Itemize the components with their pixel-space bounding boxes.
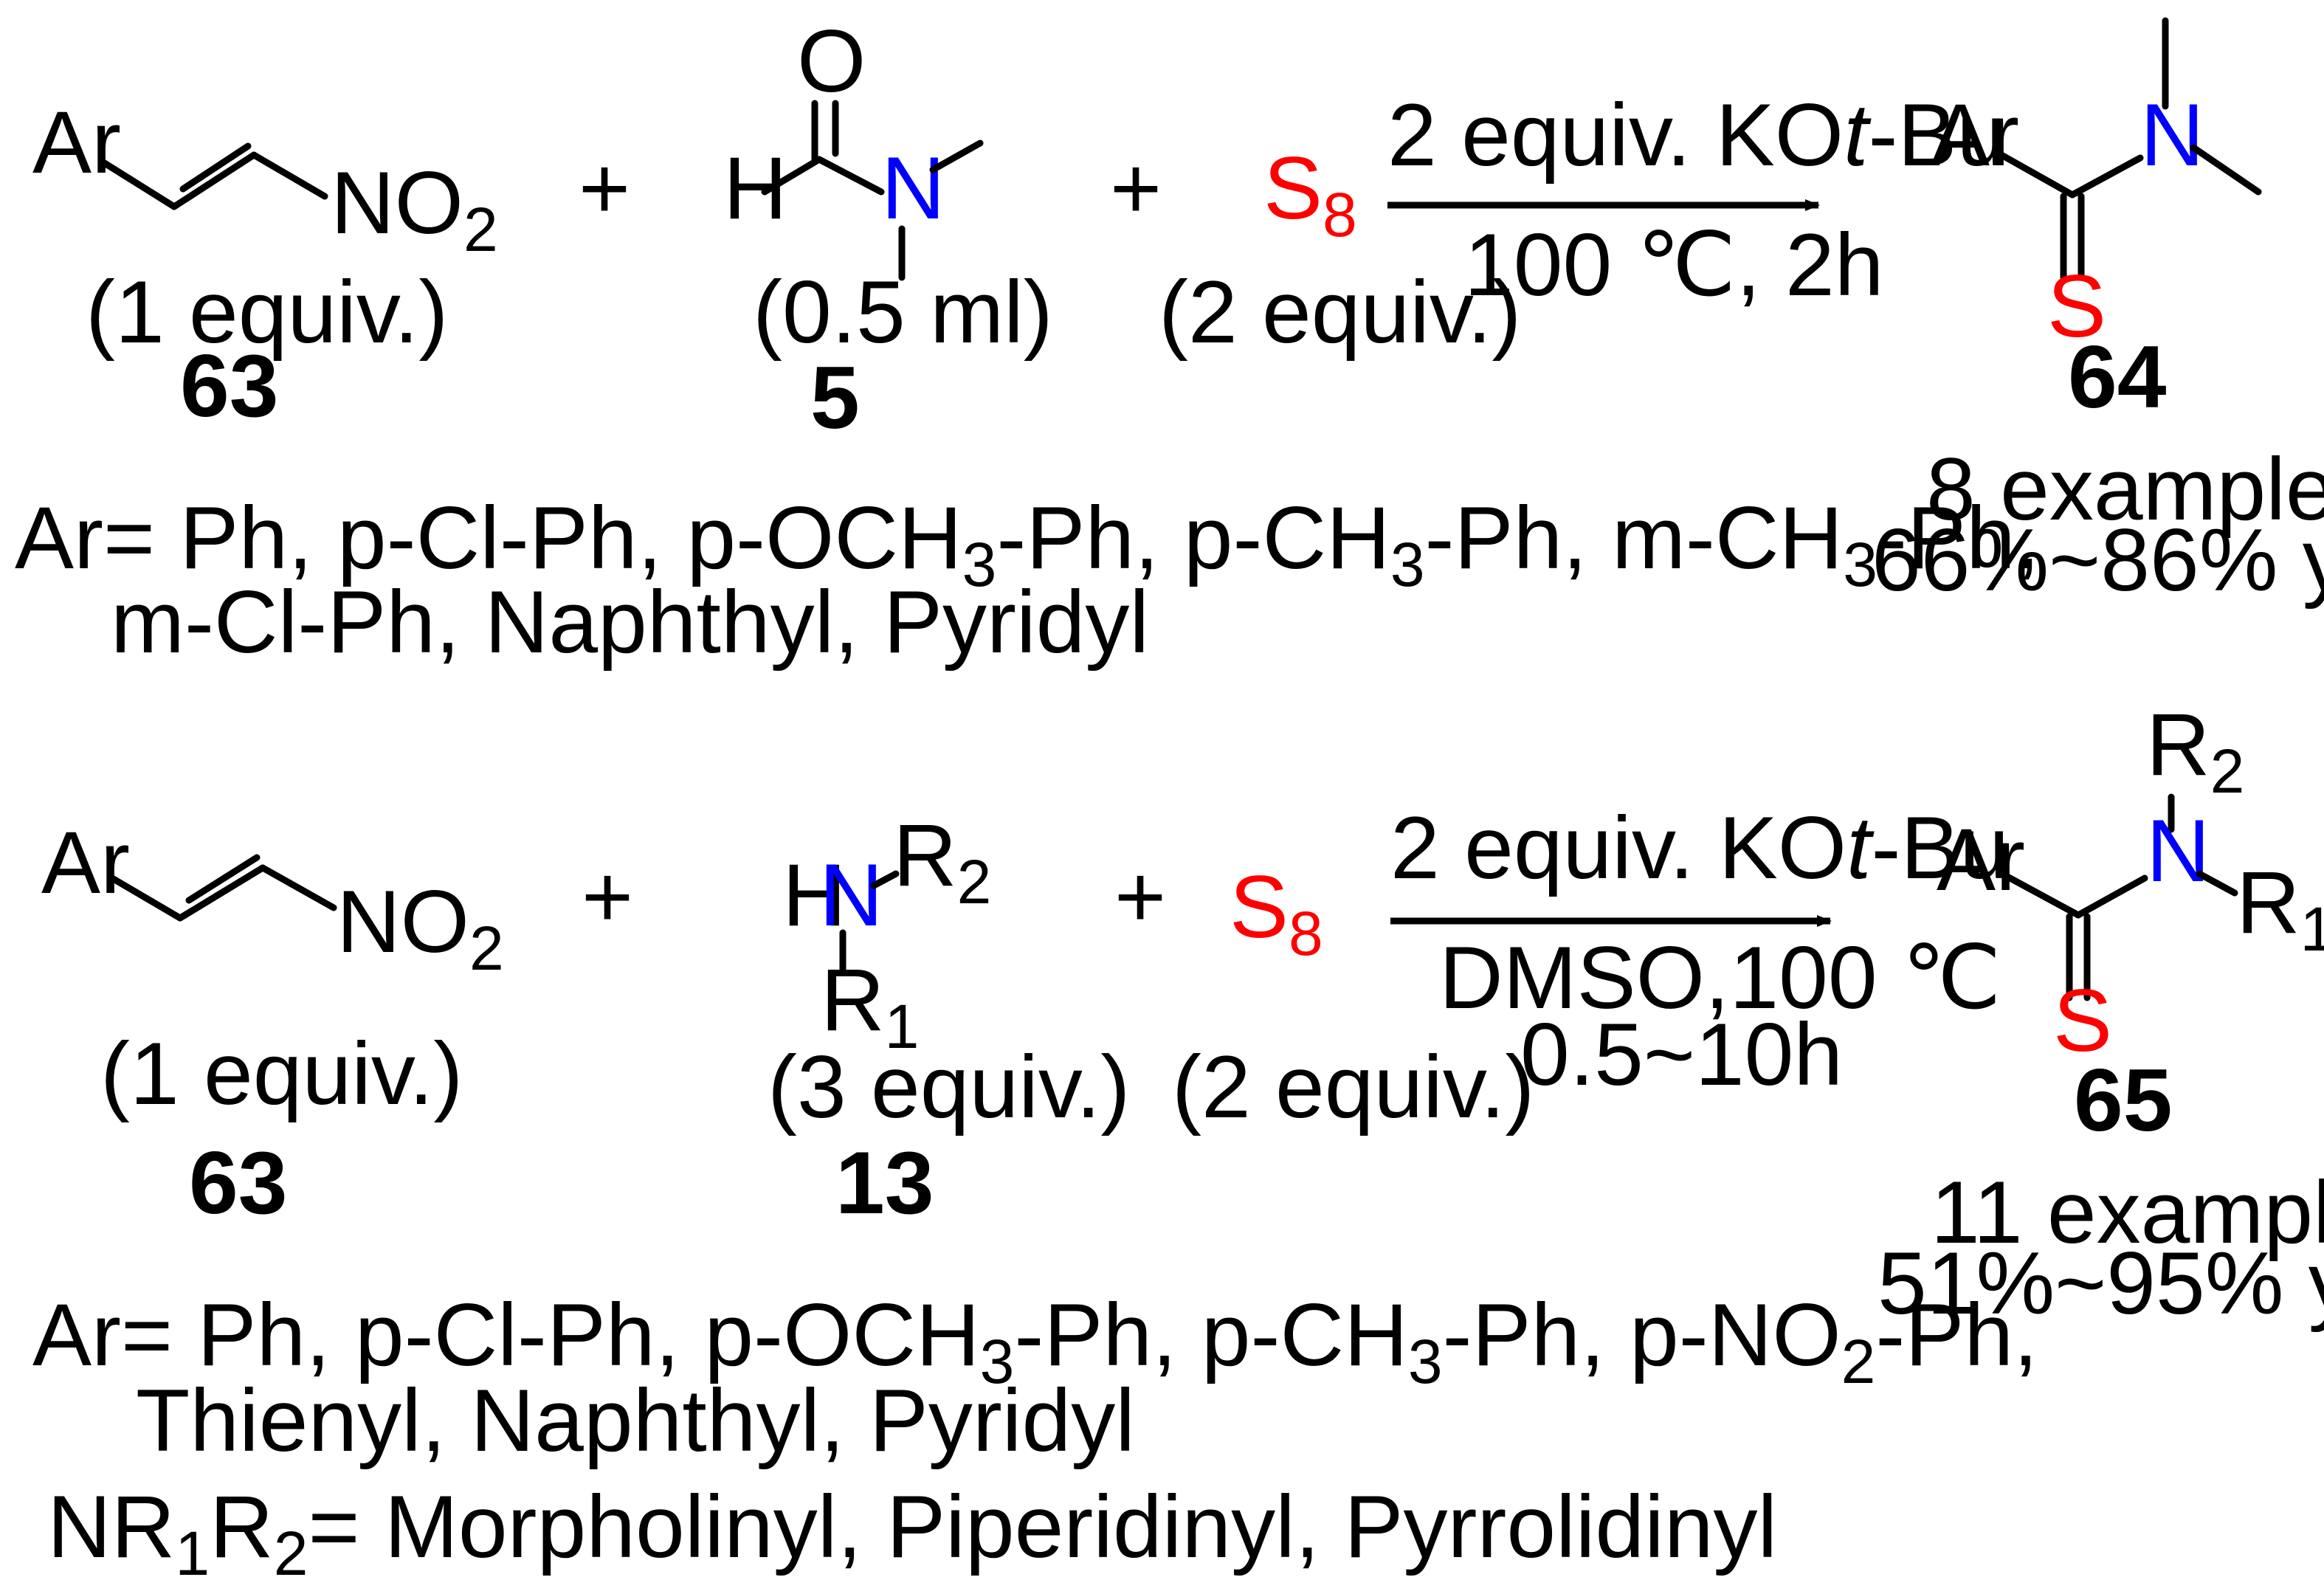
- nitrogen-atom: N: [2146, 801, 2210, 900]
- nitrogen-atom: N: [819, 846, 883, 945]
- ch-no2-bond: [250, 151, 328, 200]
- ar-atom: Ar: [32, 93, 121, 192]
- plus-sign-2: +: [1110, 139, 1162, 238]
- reactant-63-amount: (1 equiv.): [86, 263, 448, 362]
- hydrogen-atom: H: [723, 139, 787, 238]
- product-65-yield: 51%~95% yield: [1878, 1234, 2324, 1333]
- reactant-63-amount: (1 equiv.): [100, 1024, 463, 1123]
- product-64-label: 64: [2068, 328, 2167, 427]
- hydrogen-atom: H: [782, 846, 846, 945]
- sulfur-s8: S8: [1230, 858, 1323, 968]
- n-r2-bond: [870, 870, 900, 889]
- r2-group: R2: [893, 806, 991, 917]
- sulfur-atom: S: [2047, 257, 2106, 356]
- n-methyl-bond-1: [929, 139, 984, 173]
- nitroalkene-63-structure: Ar NO2: [41, 813, 504, 983]
- reactant-13-label: 13: [835, 1134, 934, 1232]
- sulfur-s8: S8: [1263, 139, 1357, 249]
- nitroalkene-63-structure: Ar NO2: [32, 93, 498, 264]
- thioamide-65-structure: R2 Ar N R1 S: [1937, 695, 2324, 1070]
- product-64-yield: 66%~86% yield: [1872, 511, 2324, 610]
- r1-group: R1: [821, 950, 919, 1061]
- scope-ar-line-1: Ar= Ph, p-Cl-Ph, p-OCH3-Ph, p-CH3-Ph, m-…: [15, 489, 2040, 599]
- product-65-label: 65: [2074, 1051, 2172, 1150]
- plus-sign-2: +: [1114, 847, 1166, 946]
- ch-ch-bond: [170, 151, 258, 210]
- conditions-above-arrow: 2 equiv. KOt-Bu: [1390, 798, 2009, 897]
- reactant-5-amount: (0.5 ml): [753, 263, 1053, 362]
- ar-c-bond: [2004, 873, 2082, 919]
- dmf-5-structure: O H N: [723, 12, 984, 281]
- n-r1-bond: [2196, 870, 2238, 897]
- ar-ch-bond: [100, 159, 178, 210]
- conditions-above-arrow: 2 equiv. KOt-Bu: [1387, 86, 2006, 184]
- c-n-bond: [2069, 154, 2144, 199]
- no2-group: NO2: [337, 872, 504, 983]
- reactant-63-label: 63: [189, 1134, 287, 1232]
- ch-ch-double-bond: [179, 142, 252, 193]
- conditions-below-arrow: 100 ℃, 2h: [1464, 215, 1883, 314]
- ar-atom: Ar: [41, 813, 130, 912]
- thioamide-64-structure: Ar N S: [1931, 17, 2262, 356]
- ar-ch-bond: [108, 874, 184, 922]
- ch-ch-double-bond: [185, 854, 261, 904]
- oxygen-atom: O: [797, 12, 866, 111]
- no2-group: NO2: [331, 153, 498, 264]
- h-c-bond: [761, 156, 823, 196]
- ar-atom: Ar: [1931, 86, 2019, 184]
- conditions-below-arrow-2: 0.5~10h: [1520, 1005, 1843, 1104]
- nitrogen-atom: N: [2140, 86, 2204, 184]
- ch-no2-bond: [259, 864, 337, 911]
- r2-group: R2: [2146, 695, 2244, 806]
- s8-amount: (2 equiv.): [1172, 1038, 1534, 1136]
- c-n-bond: [816, 156, 885, 196]
- product-64-examples: 8 examples: [1926, 440, 2324, 539]
- ar-c-bond: [1998, 151, 2076, 199]
- plus-sign-1: +: [579, 139, 630, 238]
- reaction-1: Ar NO2 (1 equiv.) 63 + O H N (0.5 ml) 5 …: [15, 12, 2324, 672]
- sulfur-atom: S: [2053, 971, 2112, 1070]
- scope-ar-line-1: Ar= Ph, p-Cl-Ph, p-OCH3-Ph, p-CH3-Ph, p-…: [32, 1286, 2038, 1396]
- reaction-2: Ar NO2 (1 equiv.) 63 + H N R2 R1 (3 equi…: [32, 695, 2324, 1588]
- plus-sign-1: +: [582, 847, 633, 946]
- scope-ar-line-2: Thienyl, Naphthyl, Pyridyl: [136, 1371, 1135, 1470]
- ch-ch-bond: [176, 864, 266, 922]
- reactant-13-amount: (3 equiv.): [768, 1038, 1130, 1136]
- n-methyl-bond-right: [2190, 144, 2262, 196]
- product-65-examples: 11 examples: [1931, 1163, 2324, 1262]
- amine-13-structure: H N R2 R1: [782, 806, 991, 1061]
- scope-ar-line-2: m-Cl-Ph, Naphthyl, Pyridyl: [111, 573, 1149, 672]
- s8-amount: (2 equiv.): [1159, 263, 1521, 362]
- conditions-below-arrow-1: DMSO,100 ℃: [1439, 928, 2001, 1027]
- nitrogen-atom: N: [881, 139, 945, 238]
- reactant-63-label: 63: [180, 337, 278, 435]
- r1-group: R1: [2236, 853, 2324, 964]
- ar-atom: Ar: [1937, 810, 2025, 909]
- scope-amine-line: NR1R2= Morpholinyl, Piperidinyl, Pyrroli…: [47, 1477, 1777, 1588]
- reactant-5-label: 5: [810, 348, 860, 447]
- c-n-bond: [2075, 874, 2148, 919]
